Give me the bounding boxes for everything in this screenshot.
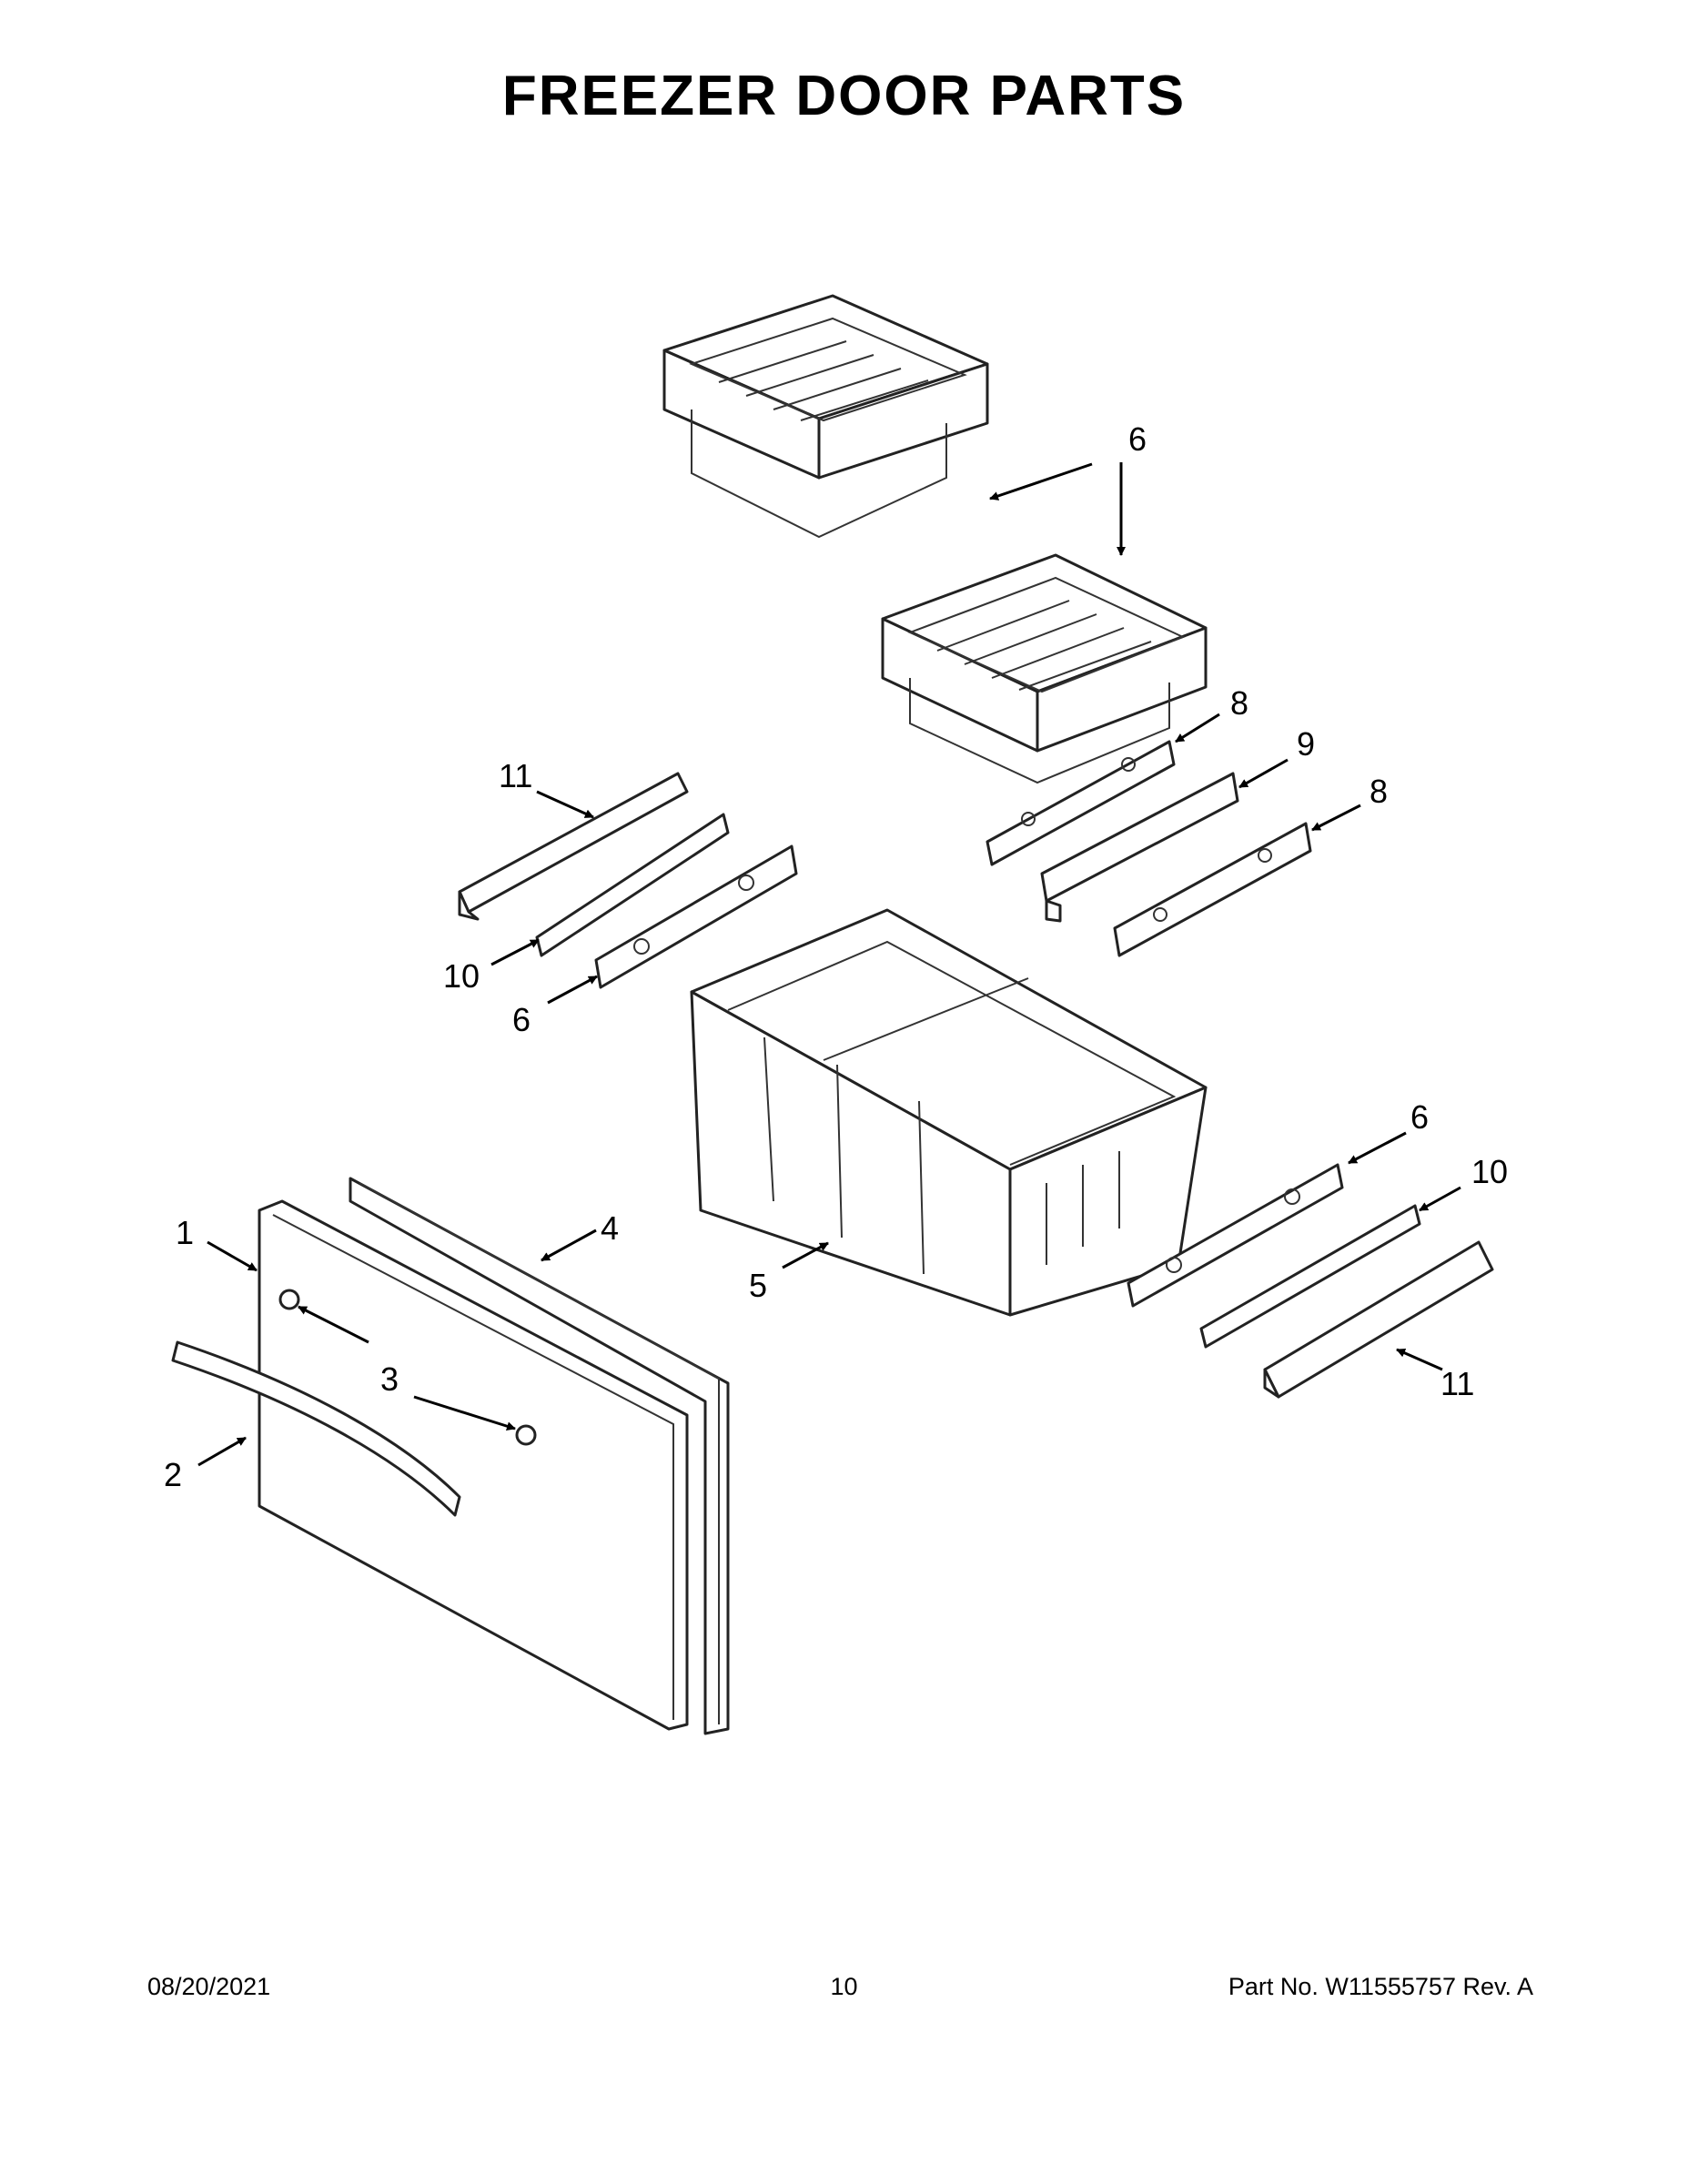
callout-11-left: 11 xyxy=(499,757,532,794)
page-title: FREEZER DOOR PARTS xyxy=(501,65,1187,127)
callout-8-upper: 8 xyxy=(1230,684,1248,722)
upper-basket-right xyxy=(881,553,1208,784)
callout-8-lower: 8 xyxy=(1370,773,1388,810)
door-handle xyxy=(171,1340,461,1517)
handle-screw-lower xyxy=(515,1424,537,1446)
lower-basket xyxy=(690,908,1208,1317)
callout-6-left: 6 xyxy=(512,1001,531,1038)
slide-bracket-right xyxy=(1127,1163,1344,1308)
callout-4: 4 xyxy=(601,1209,619,1247)
slide-rail-left xyxy=(535,813,730,957)
callout-3: 3 xyxy=(380,1360,399,1398)
upper-basket-left xyxy=(662,294,989,539)
leader-arrows xyxy=(197,462,1461,1467)
upper-slide-bracket-a xyxy=(986,740,1176,866)
footer-page-number: 10 xyxy=(830,1973,858,2000)
door-gasket xyxy=(349,1177,730,1735)
slide-bracket-left xyxy=(594,844,798,989)
upper-center-rail xyxy=(1040,772,1239,923)
slide-rail-right xyxy=(1199,1204,1421,1349)
callout-10-left: 10 xyxy=(443,957,480,995)
callout-1: 1 xyxy=(176,1214,194,1251)
door-panel xyxy=(258,1199,689,1731)
callout-5: 5 xyxy=(749,1267,767,1304)
footer-date: 08/20/2021 xyxy=(147,1973,271,2000)
handle-screw-upper xyxy=(278,1289,300,1310)
upper-slide-bracket-b xyxy=(1113,822,1312,957)
callout-2: 2 xyxy=(164,1456,182,1493)
slide-cover-left xyxy=(458,772,689,921)
footer-part-number: Part No. W11555757 Rev. A xyxy=(1228,1973,1533,2000)
callout-6-right: 6 xyxy=(1410,1098,1429,1136)
callout-7: 6 xyxy=(1128,420,1147,458)
callout-9: 9 xyxy=(1297,725,1315,763)
callout-10-right: 10 xyxy=(1471,1153,1508,1190)
slide-cover-right xyxy=(1263,1240,1494,1399)
callout-11-right: 11 xyxy=(1440,1365,1474,1402)
